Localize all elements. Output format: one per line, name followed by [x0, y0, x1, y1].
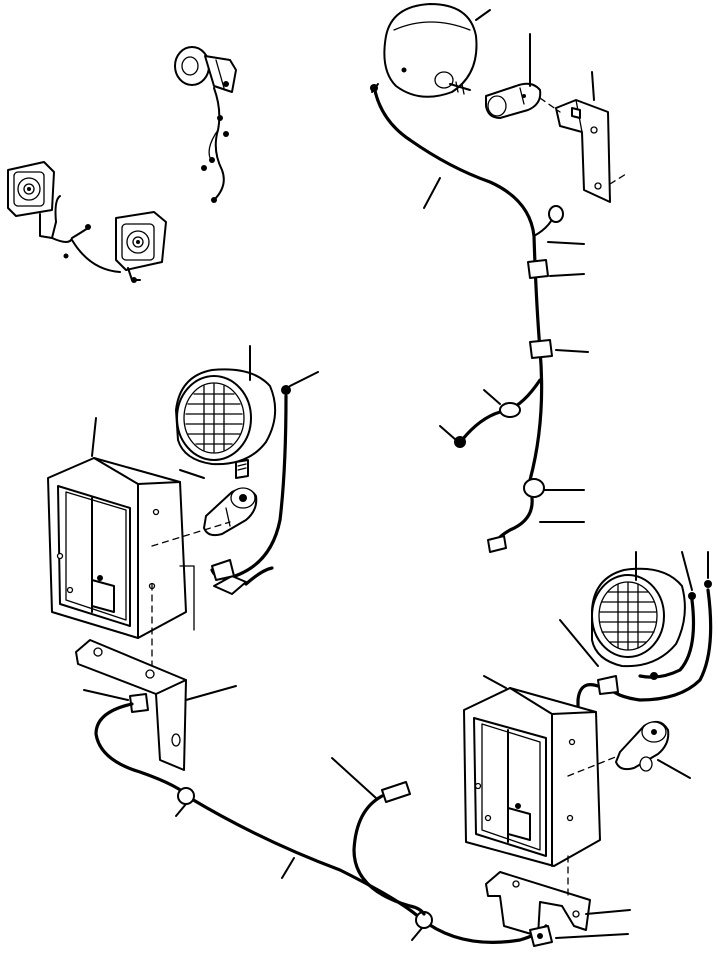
left-lamp-guard: [47, 417, 231, 677]
front-work-lamp: [383, 3, 491, 98]
right-lamp-bracket: [485, 855, 631, 947]
left-work-lamp: [175, 345, 277, 479]
right-lamp-guard: [463, 675, 619, 867]
left-lamp-bracket: [75, 639, 237, 771]
rear-lamp-left: [7, 161, 55, 217]
horn: [174, 46, 237, 203]
right-work-lamp: [591, 551, 686, 680]
left-lamp-wire: [210, 371, 319, 595]
lamp-mount-bracket: [539, 71, 627, 203]
harness-clamps: [523, 205, 564, 498]
rear-lamp-pair: [7, 161, 167, 283]
right-lamp-stalk: [615, 720, 691, 779]
front-lamp-harness: [370, 83, 589, 553]
rear-lamp-right: [115, 211, 167, 283]
main-wire-harness: [94, 702, 548, 944]
left-lamp-stalk: [179, 469, 258, 537]
lamp-stalk: [485, 33, 542, 119]
right-lamp-wire: [559, 551, 713, 758]
